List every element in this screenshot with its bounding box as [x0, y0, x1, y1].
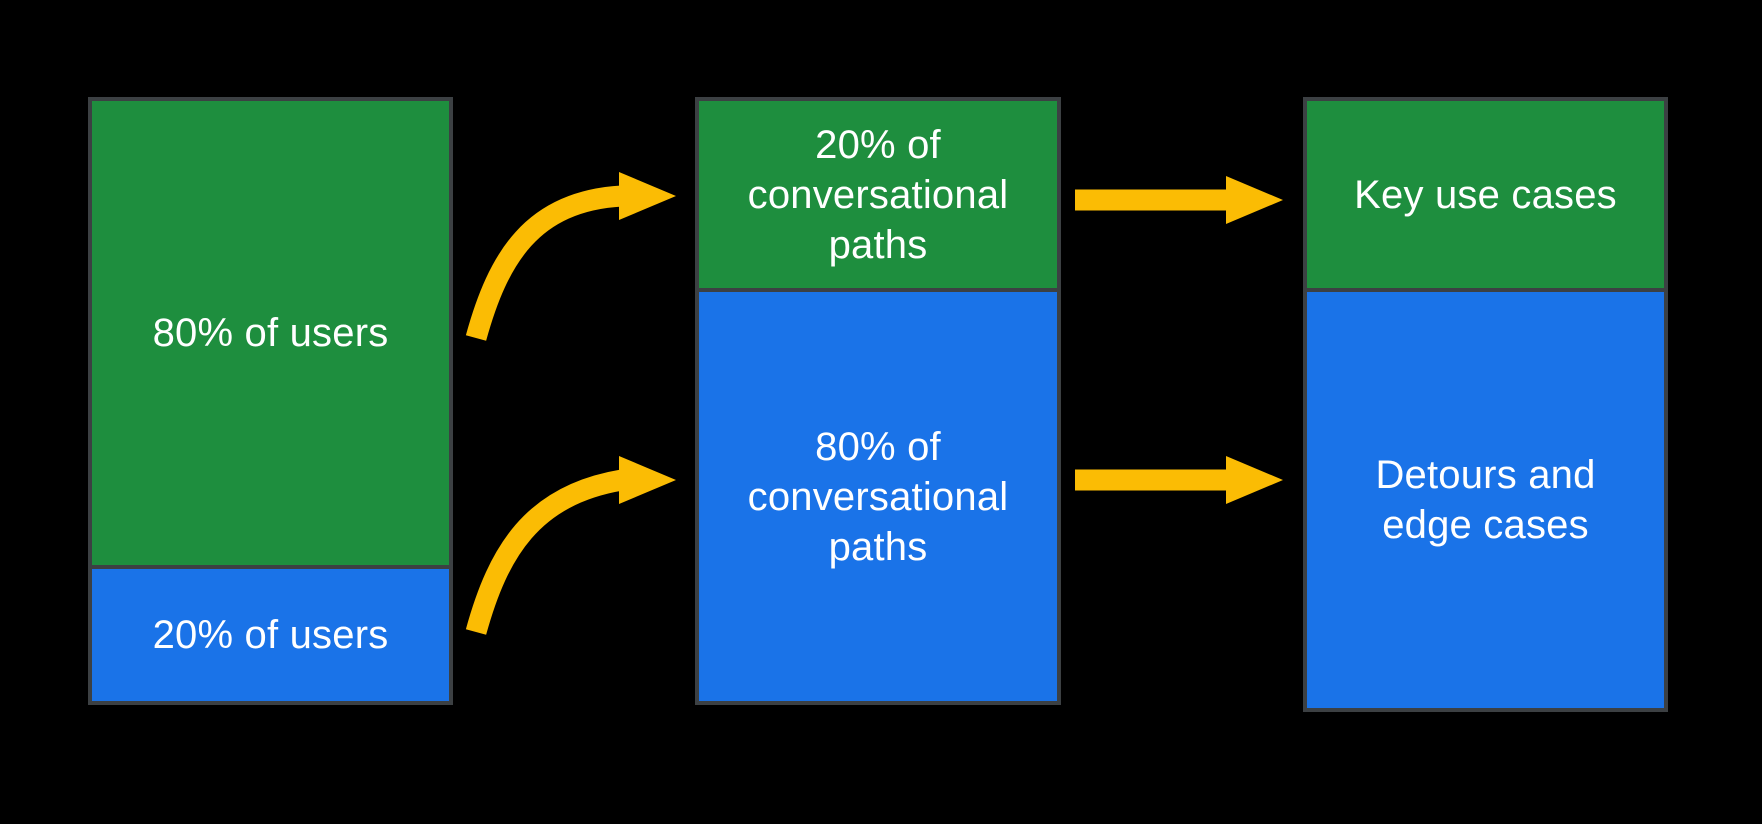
arrow-head-icon — [619, 456, 676, 504]
segment-20-percent-users: 20% of users — [92, 565, 449, 701]
arrow-head-icon — [1226, 456, 1283, 504]
segment-label: 80% of conversational paths — [747, 424, 1009, 569]
segment-label: 80% of users — [152, 311, 389, 355]
segment-label: 20% of users — [152, 613, 389, 657]
segment-key-use-cases: Key use cases — [1307, 101, 1664, 288]
segment-80-percent-users: 80% of users — [92, 101, 449, 565]
segment-detours-edge-cases: Detours and edge cases — [1307, 288, 1664, 708]
curved-arrow-20-users-to-80-paths — [465, 456, 676, 635]
bar-outcomes: Key use cases Detours and edge cases — [1303, 97, 1668, 712]
segment-label: Detours and edge cases — [1375, 453, 1596, 547]
straight-arrow-80-paths-to-detours — [1075, 456, 1283, 504]
curved-arrow-shaft — [465, 185, 623, 341]
curved-arrow-80-users-to-20-paths — [465, 172, 676, 341]
curved-arrow-shaft — [465, 469, 624, 635]
segment-label: Key use cases — [1354, 172, 1617, 217]
segment-80-percent-paths: 80% of conversational paths — [699, 288, 1057, 701]
arrow-head-icon — [619, 172, 676, 220]
straight-arrow-20-paths-to-key-use-cases — [1075, 176, 1283, 224]
bar-conversational-paths: 20% of conversational paths 80% of conve… — [695, 97, 1061, 705]
arrow-head-icon — [1226, 176, 1283, 224]
bar-users: 80% of users 20% of users — [88, 97, 453, 705]
segment-label: 20% of conversational paths — [747, 122, 1009, 267]
segment-20-percent-paths: 20% of conversational paths — [699, 101, 1057, 288]
